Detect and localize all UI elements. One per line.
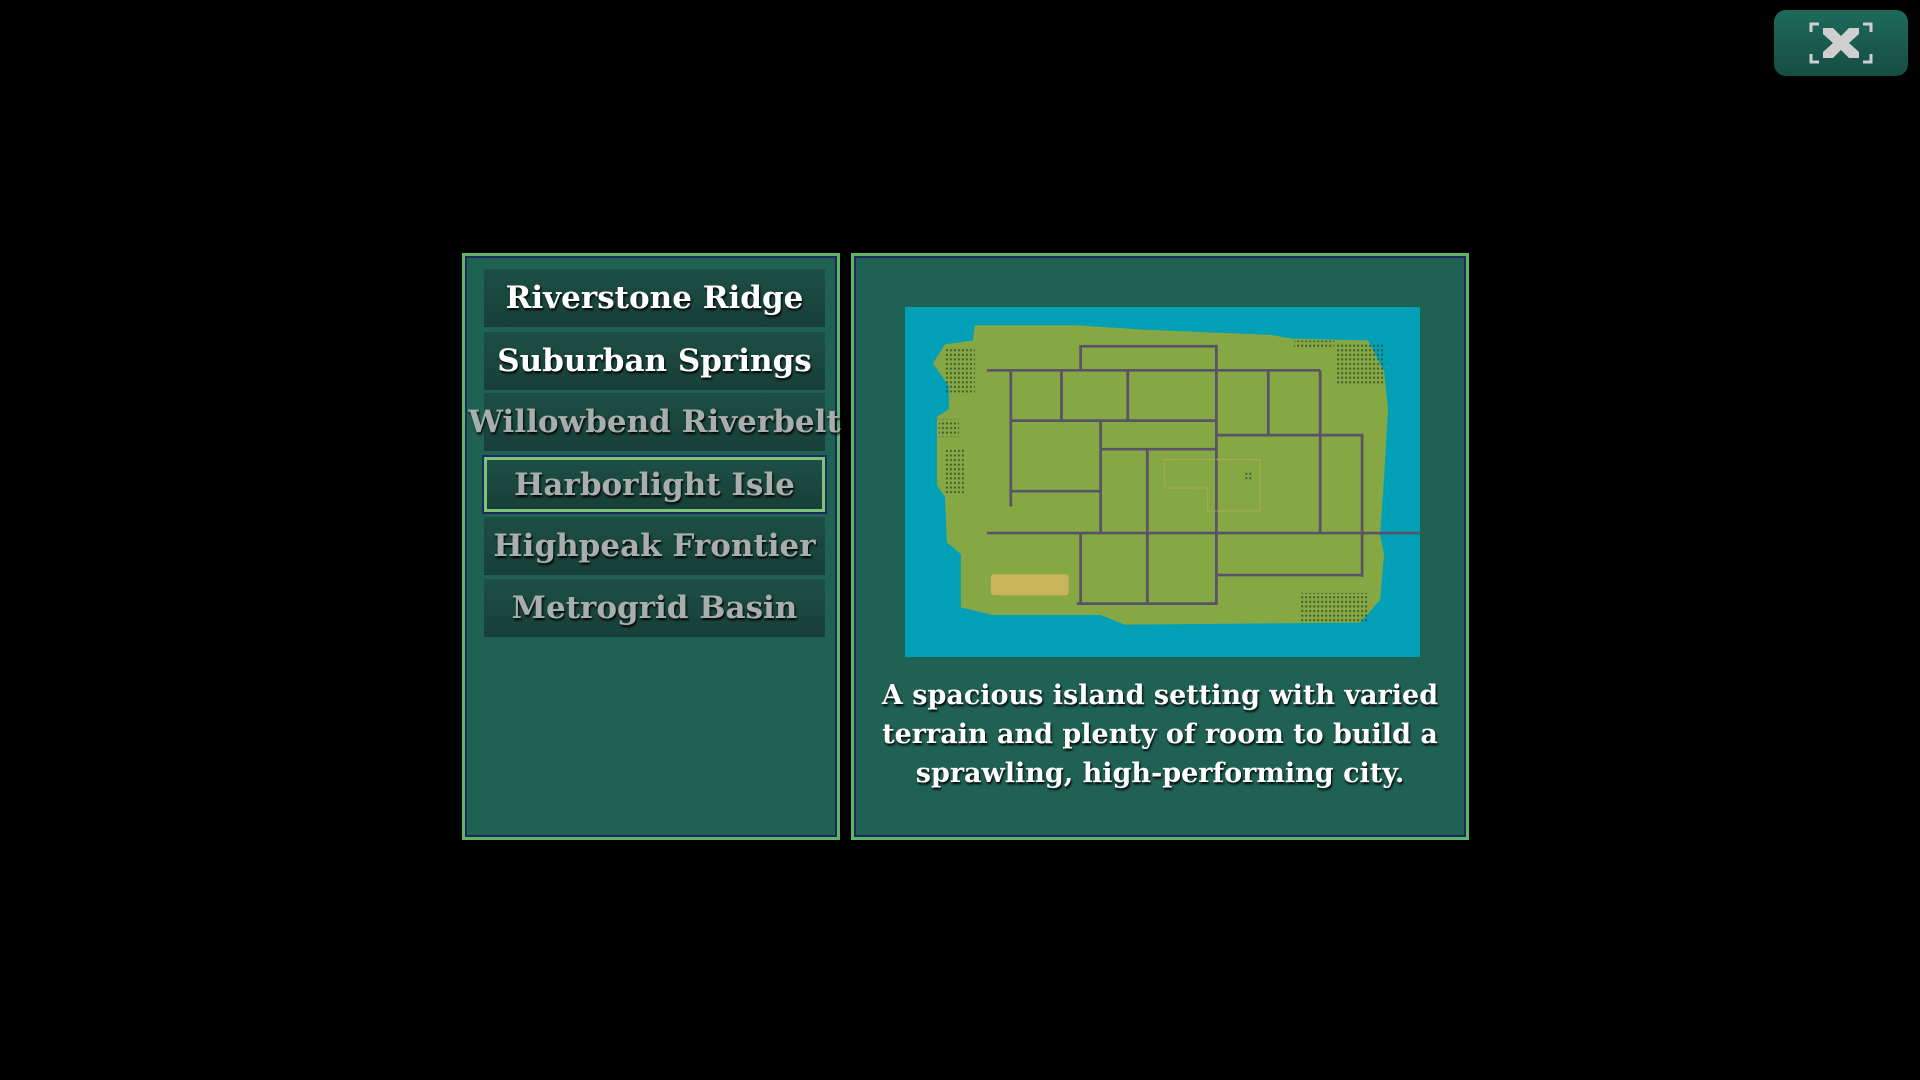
map-item-riverstone-ridge[interactable]: Riverstone Ridge bbox=[484, 269, 825, 327]
tree-patches bbox=[938, 340, 1385, 624]
map-list-panel: Riverstone Ridge Suburban Springs Willow… bbox=[462, 253, 841, 840]
roads bbox=[986, 344, 1420, 605]
map-item-suburban-springs[interactable]: Suburban Springs bbox=[484, 332, 825, 390]
map-item-metrogrid-basin[interactable]: Metrogrid Basin bbox=[484, 579, 825, 637]
map-item-willowbend-riverbelt[interactable]: Willowbend Riverbelt bbox=[468, 393, 841, 451]
map-preview-panel: A spacious island setting with varied te… bbox=[851, 253, 1469, 840]
close-fullscreen-icon bbox=[1809, 22, 1873, 64]
sand-area bbox=[990, 574, 1069, 596]
map-item-highpeak-frontier[interactable]: Highpeak Frontier bbox=[484, 517, 825, 575]
map-preview-image bbox=[905, 307, 1420, 657]
map-item-harborlight-isle[interactable]: Harborlight Isle bbox=[484, 457, 825, 512]
island-land bbox=[932, 325, 1389, 625]
map-description: A spacious island setting with varied te… bbox=[881, 680, 1439, 789]
close-button[interactable] bbox=[1774, 10, 1908, 76]
